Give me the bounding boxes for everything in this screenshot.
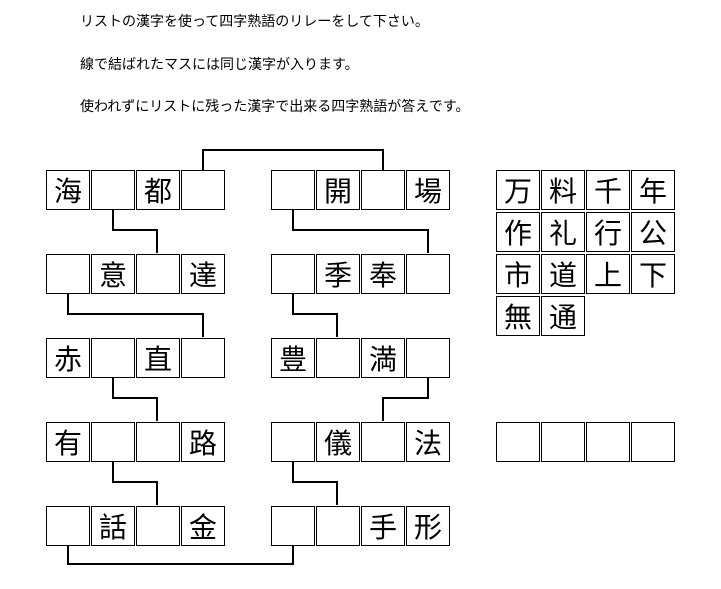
kanji-list-cell: 上 (586, 254, 630, 294)
grid-cell[interactable]: 満 (361, 338, 405, 378)
grid-cell[interactable] (316, 338, 360, 378)
grid-cell[interactable]: 儀 (316, 422, 360, 462)
kanji-list-cell: 千 (586, 170, 630, 210)
connector-line (382, 378, 429, 421)
grid-cell[interactable] (271, 422, 315, 462)
answer-cell[interactable] (586, 422, 630, 462)
grid-cell[interactable] (181, 170, 225, 210)
grid-cell[interactable]: 法 (406, 422, 450, 462)
kanji-list-cell: 年 (631, 170, 675, 210)
connector-line (292, 210, 429, 253)
answer-cell[interactable] (631, 422, 675, 462)
grid-cell[interactable]: 開 (316, 170, 360, 210)
answer-cell[interactable] (541, 422, 585, 462)
grid-cell[interactable] (316, 506, 360, 546)
kanji-list-cell: 料 (541, 170, 585, 210)
instruction-line-1: リストの漢字を使って四字熟語のリレーをして下さい。 (80, 14, 429, 30)
grid-cell[interactable]: 達 (181, 254, 225, 294)
connector-line (67, 294, 204, 337)
kanji-list-cell: 礼 (541, 212, 585, 252)
grid-cell[interactable]: 都 (136, 170, 180, 210)
kanji-list-cell: 道 (541, 254, 585, 294)
kanji-list-cell: 通 (541, 296, 585, 336)
grid-cell[interactable]: 意 (91, 254, 135, 294)
grid-cell[interactable]: 有 (46, 422, 90, 462)
grid-cell[interactable] (91, 170, 135, 210)
grid-cell[interactable] (91, 338, 135, 378)
connector-line (112, 378, 158, 421)
grid-cell[interactable]: 季 (316, 254, 360, 294)
grid-cell[interactable]: 海 (46, 170, 90, 210)
kanji-list-cell: 市 (496, 254, 540, 294)
connector-line (292, 462, 338, 505)
grid-cell[interactable]: 場 (406, 170, 450, 210)
connector-line (202, 149, 384, 170)
grid-cell[interactable] (361, 170, 405, 210)
kanji-list-cell: 万 (496, 170, 540, 210)
grid-cell[interactable]: 金 (181, 506, 225, 546)
grid-cell[interactable]: 路 (181, 422, 225, 462)
kanji-list-cell: 無 (496, 296, 540, 336)
kanji-list-cell: 作 (496, 212, 540, 252)
grid-cell[interactable] (91, 422, 135, 462)
grid-cell[interactable] (406, 254, 450, 294)
grid-cell[interactable]: 赤 (46, 338, 90, 378)
grid-cell[interactable] (361, 422, 405, 462)
grid-cell[interactable] (136, 506, 180, 546)
grid-cell[interactable] (271, 170, 315, 210)
grid-cell[interactable] (136, 422, 180, 462)
kanji-list-cell: 行 (586, 212, 630, 252)
grid-cell[interactable]: 形 (406, 506, 450, 546)
connector-line (112, 210, 158, 253)
answer-cell[interactable] (496, 422, 540, 462)
grid-cell[interactable] (406, 338, 450, 378)
grid-cell[interactable] (46, 254, 90, 294)
connector-line (292, 294, 338, 337)
grid-cell[interactable] (136, 254, 180, 294)
grid-cell[interactable] (181, 338, 225, 378)
kanji-list-cell: 下 (631, 254, 675, 294)
kanji-list-cell: 公 (631, 212, 675, 252)
instruction-line-2: 線で結ばれたマスには同じ漢字が入ります。 (80, 57, 359, 73)
instruction-line-3: 使われずにリストに残った漢字で出来る四字熟語が答えです。 (80, 99, 470, 115)
grid-cell[interactable]: 手 (361, 506, 405, 546)
grid-cell[interactable] (271, 506, 315, 546)
grid-cell[interactable]: 話 (91, 506, 135, 546)
connector-line (112, 462, 158, 505)
grid-cell[interactable] (271, 254, 315, 294)
grid-cell[interactable] (46, 506, 90, 546)
grid-cell[interactable]: 直 (136, 338, 180, 378)
grid-cell[interactable]: 奉 (361, 254, 405, 294)
grid-cell[interactable]: 豊 (271, 338, 315, 378)
connector-line (67, 546, 294, 565)
